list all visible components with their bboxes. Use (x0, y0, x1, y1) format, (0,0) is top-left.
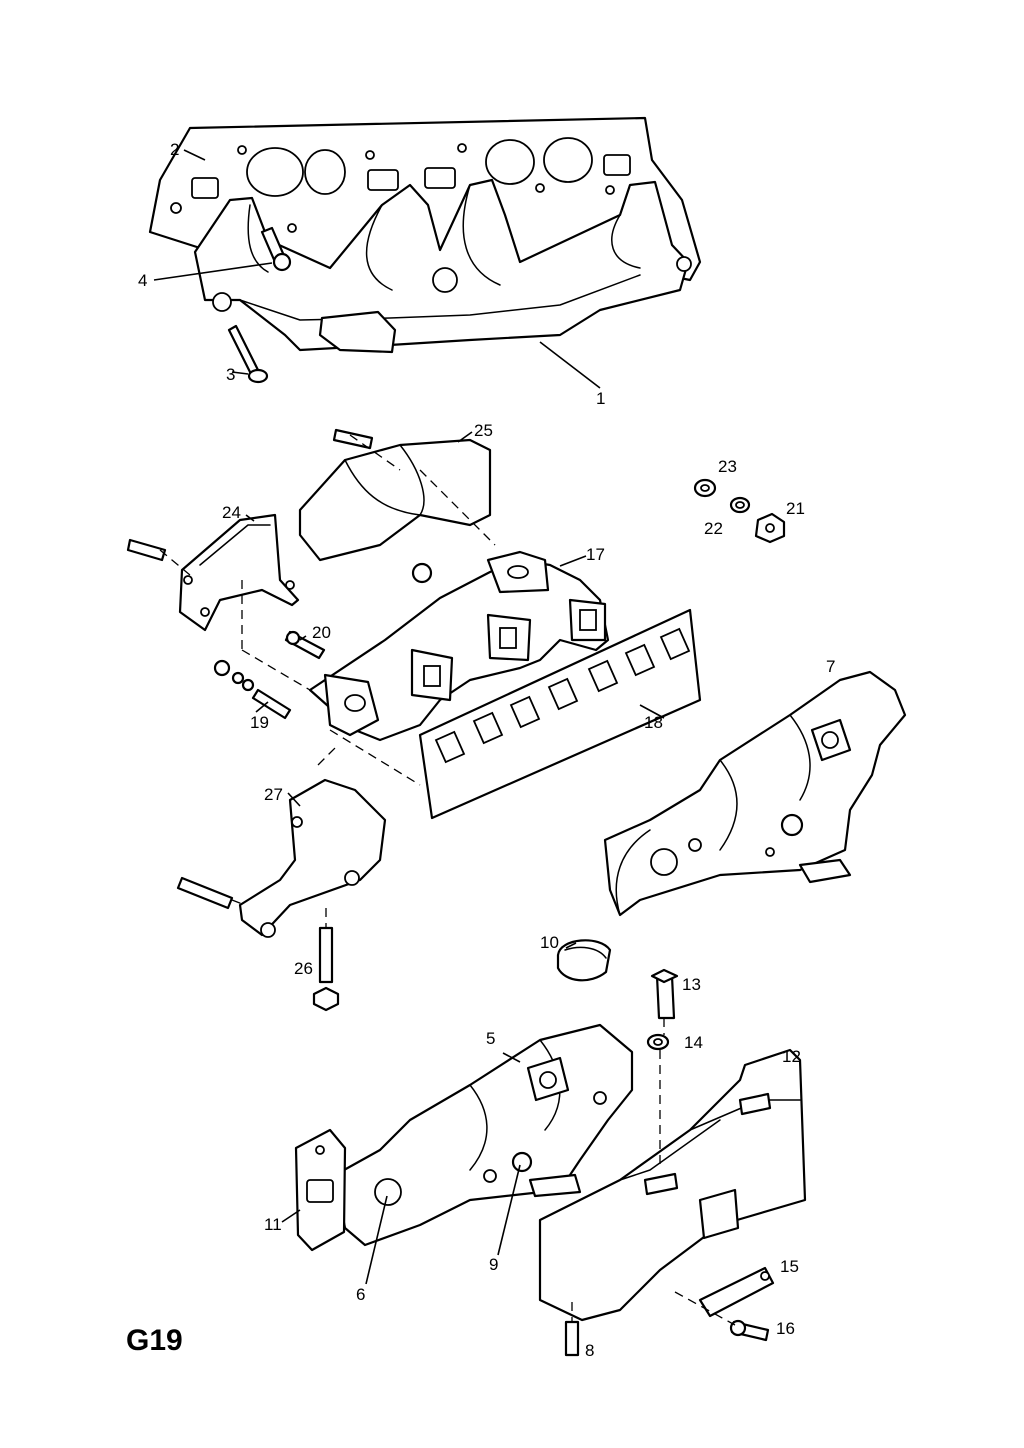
callout-18: 18 (644, 713, 663, 732)
part-3-long-bolt (227, 324, 269, 384)
part-27-bracket (238, 778, 387, 938)
part-13-bolt (650, 968, 679, 1020)
callout-10: 10 (540, 933, 559, 952)
callout-13: 13 (682, 975, 701, 994)
part-25-heat-shield (298, 438, 492, 562)
callout-23: 23 (718, 457, 737, 476)
callout-25: 25 (474, 421, 493, 440)
leader-lines (153, 149, 665, 1285)
part-12-heat-shield (538, 1048, 807, 1322)
callout-24: 24 (222, 503, 241, 522)
callout-1: 1 (596, 389, 605, 408)
callout-22: 22 (704, 519, 723, 538)
bolt-part-27 (176, 876, 234, 910)
part-5-exhaust-manifold (333, 1023, 634, 1247)
parts-21-22-23-nut-washers (693, 478, 786, 544)
part-24-bracket (178, 513, 300, 632)
page-code: G19 (126, 1324, 183, 1357)
part-8-stud (564, 1320, 580, 1357)
callout-3: 3 (226, 365, 235, 384)
callout-7: 7 (826, 657, 835, 676)
part-18-manifold-gasket (418, 608, 702, 820)
callout-17: 17 (586, 545, 605, 564)
callout-2: 2 (170, 140, 179, 159)
bolt-upper-left (332, 428, 374, 450)
callout-9: 9 (489, 1255, 498, 1274)
callout-8: 8 (585, 1341, 594, 1360)
callout-27: 27 (264, 785, 283, 804)
bolt-left (126, 538, 167, 562)
part-14-washer (646, 1033, 670, 1051)
part-1-exhaust-manifold (193, 178, 692, 354)
part-11-flange-gasket (294, 1128, 347, 1252)
callout-20: 20 (312, 623, 331, 642)
part-17-exhaust-manifold (308, 550, 610, 742)
callout-6: 6 (356, 1285, 365, 1304)
callout-19: 19 (250, 713, 269, 732)
assembly-guide-lines (159, 434, 736, 1326)
callout-26: 26 (294, 959, 313, 978)
part-4-bolt (260, 226, 292, 272)
part-16-bolt (729, 1319, 770, 1342)
part-26-stud-and-nut (312, 926, 340, 1012)
callout-16: 16 (776, 1319, 795, 1338)
callouts: 1 2 3 4 5 6 7 8 9 10 11 12 13 14 15 16 1… (138, 140, 835, 1360)
part-10-clamp (556, 939, 612, 982)
callout-4: 4 (138, 271, 147, 290)
callout-14: 14 (684, 1033, 703, 1052)
callout-12: 12 (782, 1047, 801, 1066)
part-19-stud-with-nut-washer (213, 659, 292, 720)
callout-5: 5 (486, 1029, 495, 1048)
part-20-bolt (284, 630, 326, 660)
callout-21: 21 (786, 499, 805, 518)
nut-part-17 (411, 562, 433, 584)
part-7-exhaust-manifold (603, 670, 907, 917)
part-15-strap (698, 1266, 775, 1318)
callout-15: 15 (780, 1257, 799, 1276)
callout-11: 11 (264, 1215, 282, 1234)
